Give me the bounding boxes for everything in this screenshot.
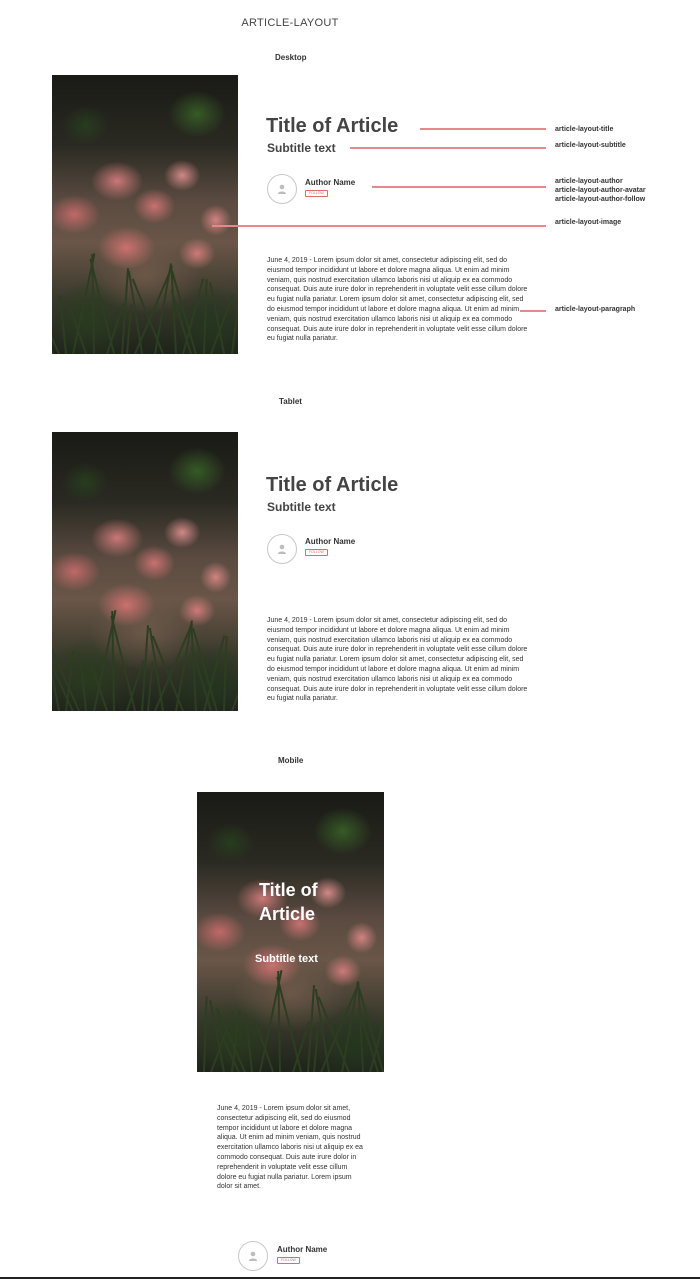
annotation-line-author [372, 186, 546, 188]
annotation-label-title: article-layout-title [555, 126, 614, 133]
article-title-mobile-line1: Title of [259, 880, 318, 900]
author-avatar-mobile[interactable] [238, 1241, 268, 1271]
person-icon [277, 184, 287, 194]
grass-blade-decoration [230, 650, 238, 711]
grass-blade-decoration [87, 657, 108, 711]
author-avatar-tablet[interactable] [267, 534, 297, 564]
section-label-mobile: Mobile [278, 756, 304, 765]
annotation-line-paragraph [520, 310, 546, 312]
article-subtitle-tablet: Subtitle text [267, 500, 336, 514]
author-name-mobile[interactable]: Author Name [277, 1245, 328, 1254]
article-paragraph-desktop: June 4, 2019 - Lorem ipsum dolor sit ame… [267, 257, 528, 343]
article-image-mobile: Title of Article Subtitle text [197, 792, 384, 1072]
grass-blade-decoration [340, 980, 360, 1072]
person-icon [248, 1251, 258, 1261]
annotation-line-title [420, 128, 546, 130]
annotation-label-author: article-layout-author [555, 178, 623, 185]
follow-button-desktop[interactable]: FOLLOW [305, 190, 328, 197]
article-subtitle-desktop: Subtitle text [267, 141, 336, 155]
grass-blade-decoration [154, 263, 173, 354]
annotation-line-image [212, 225, 546, 227]
page-title: ARTICLE-LAYOUT [241, 17, 339, 29]
grass-blade-decoration [126, 303, 133, 354]
grass-blade-decoration [146, 660, 154, 711]
grass-blade-decoration [202, 996, 208, 1072]
article-image-tablet [52, 432, 238, 711]
annotation-label-author-follow: article-layout-author-follow [555, 196, 646, 203]
annotation-label-author-avatar: article-layout-author-avatar [555, 187, 646, 194]
follow-button-mobile[interactable]: FOLLOW [277, 1257, 300, 1264]
grass-blade-decoration [202, 278, 208, 354]
grass-blade-decoration [245, 1013, 254, 1072]
bottom-divider [0, 1277, 700, 1279]
grass-blade-decoration [223, 635, 228, 711]
article-image-desktop [52, 75, 238, 354]
article-title-desktop: Title of Article [266, 115, 399, 137]
annotation-line-subtitle [350, 147, 546, 149]
author-name-tablet[interactable]: Author Name [305, 537, 356, 546]
grass-blade-decoration [58, 295, 68, 354]
person-icon [277, 544, 287, 554]
article-paragraph-mobile: June 4, 2019 - Lorem ipsum dolor sit ame… [217, 1105, 363, 1191]
annotation-label-image: article-layout-image [555, 219, 622, 226]
author-name-desktop[interactable]: Author Name [305, 178, 356, 187]
grass-blade-decoration [230, 292, 238, 354]
grass-blade-decoration [67, 300, 88, 354]
section-label-desktop: Desktop [275, 53, 307, 62]
article-subtitle-mobile: Subtitle text [255, 953, 318, 965]
article-paragraph-tablet: June 4, 2019 - Lorem ipsum dolor sit ame… [267, 617, 528, 703]
article-title-mobile-line2: Article [259, 904, 316, 924]
article-title-tablet: Title of Article [266, 474, 399, 496]
grass-blade-decoration [312, 1021, 320, 1072]
follow-button-tablet[interactable]: FOLLOW [305, 549, 328, 556]
annotation-label-subtitle: article-layout-subtitle [555, 142, 626, 149]
grass-blade-decoration [79, 652, 88, 711]
grass-blade-decoration [253, 1018, 274, 1072]
section-label-tablet: Tablet [279, 397, 302, 406]
annotation-label-paragraph: article-layout-paragraph [555, 306, 636, 313]
author-avatar-desktop[interactable] [267, 174, 297, 204]
grass-blade-decoration [52, 308, 54, 354]
